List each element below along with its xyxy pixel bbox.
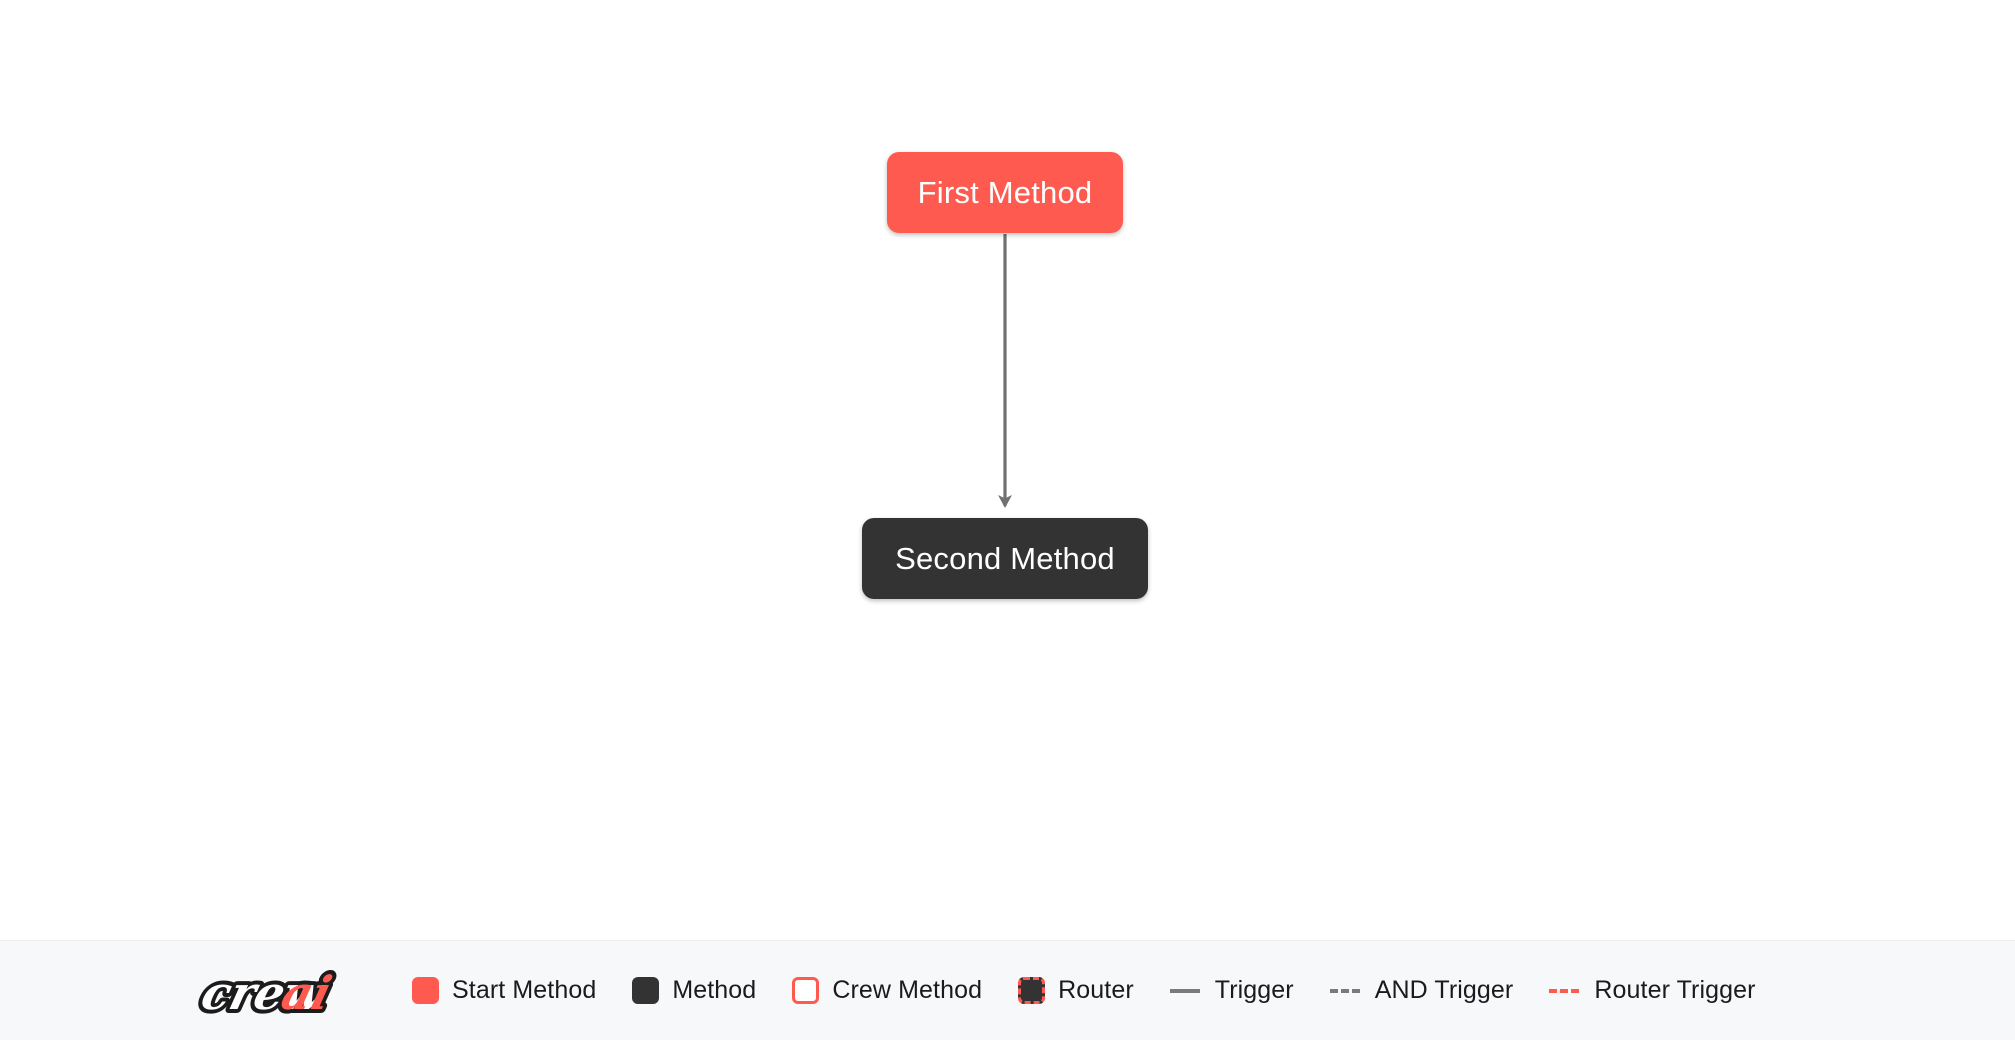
svg-text:crew: crew	[196, 966, 332, 1020]
start-method-swatch-icon	[412, 977, 439, 1004]
legend-item-method[interactable]: Method	[632, 976, 756, 1005]
method-swatch-icon	[632, 977, 660, 1004]
legend-item-router[interactable]: Router	[1018, 976, 1134, 1005]
legend-label-start-method: Start Method	[452, 976, 597, 1004]
legend-label-crew-method: Crew Method	[832, 976, 983, 1004]
and-trigger-line-icon	[1329, 988, 1360, 993]
node-first-method-label: First Method	[917, 174, 1093, 210]
router-trigger-line-icon	[1549, 988, 1580, 993]
legend-label-router: Router	[1058, 976, 1134, 1004]
node-second-method[interactable]: Second Method	[862, 518, 1148, 599]
trigger-line-icon	[1169, 988, 1200, 993]
legend-item-crew-method[interactable]: Crew Method	[792, 976, 982, 1005]
flow-canvas[interactable]: First Method Second Method	[0, 0, 2015, 940]
legend-label-method: Method	[672, 976, 757, 1004]
legend-bar: crew ai crew ai Start Method Method Crew…	[0, 940, 2015, 1040]
legend-item-router-trigger[interactable]: Router Trigger	[1549, 976, 1755, 1005]
legend-label-and-trigger: AND Trigger	[1374, 976, 1514, 1004]
node-first-method[interactable]: First Method	[887, 152, 1123, 233]
legend-item-start-method[interactable]: Start Method	[412, 976, 596, 1005]
crewai-logo-icon: crew ai crew ai	[192, 962, 341, 1024]
legend-item-and-trigger[interactable]: AND Trigger	[1329, 976, 1514, 1005]
legend-label-router-trigger: Router Trigger	[1594, 976, 1756, 1004]
svg-text:crew: crew	[196, 966, 332, 1020]
crew-method-swatch-icon	[792, 977, 820, 1004]
legend-label-trigger: Trigger	[1214, 976, 1294, 1004]
legend-items: Start Method Method Crew Method Router T…	[412, 976, 1756, 1005]
legend-item-trigger[interactable]: Trigger	[1169, 976, 1294, 1005]
router-swatch-icon	[1018, 977, 1046, 1004]
edge-layer	[998, 234, 1012, 508]
node-second-method-label: Second Method	[895, 540, 1115, 576]
